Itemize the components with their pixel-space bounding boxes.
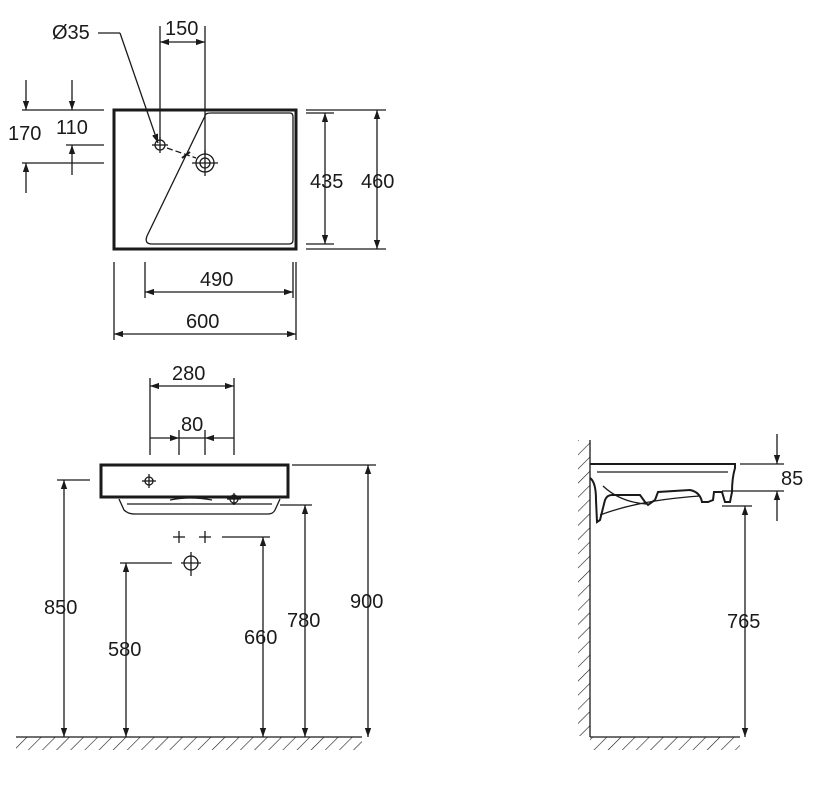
dim-height-765: 765 [727, 611, 760, 633]
dim-height-580: 580 [108, 639, 141, 661]
dim-tap-offset: 150 [165, 18, 198, 40]
dim-basin-depth: 85 [781, 468, 803, 490]
basin-outline-front [99, 463, 290, 499]
dim-fixing-inner: 80 [181, 414, 203, 436]
dim-height-inner: 435 [310, 171, 343, 193]
side-view: 85 765 [578, 434, 803, 750]
fixing-right-icon [199, 531, 211, 543]
dim-height-850: 850 [44, 597, 77, 619]
top-view: Ø35 150 170 110 435 460 490 600 [8, 18, 394, 340]
fixing-left-icon [173, 531, 185, 543]
dim-depth-outer: 170 [8, 123, 41, 145]
bowl-outline-top [145, 112, 294, 245]
wall-hatch [578, 440, 590, 736]
dim-depth-inner: 110 [56, 117, 88, 139]
bowl-underside-front [118, 498, 281, 515]
dim-height-660: 660 [244, 627, 277, 649]
basin-profile-side [589, 463, 736, 524]
dim-height-780: 780 [287, 610, 320, 632]
dim-width-outer: 600 [186, 311, 219, 333]
dim-hole-diameter: Ø35 [52, 22, 90, 44]
dim-height-900: 900 [350, 591, 383, 613]
dim-fixing-span: 280 [172, 363, 205, 385]
dim-height-outer: 460 [361, 171, 394, 193]
front-view: 280 80 850 580 660 780 900 [16, 363, 383, 750]
tap-hole-front-icon [142, 474, 156, 488]
drain-icon [181, 552, 201, 576]
overflow-front-icon [227, 493, 241, 505]
floor-hatch-front [16, 737, 362, 750]
dim-width-inner: 490 [200, 269, 233, 291]
floor-hatch-side [590, 737, 740, 750]
